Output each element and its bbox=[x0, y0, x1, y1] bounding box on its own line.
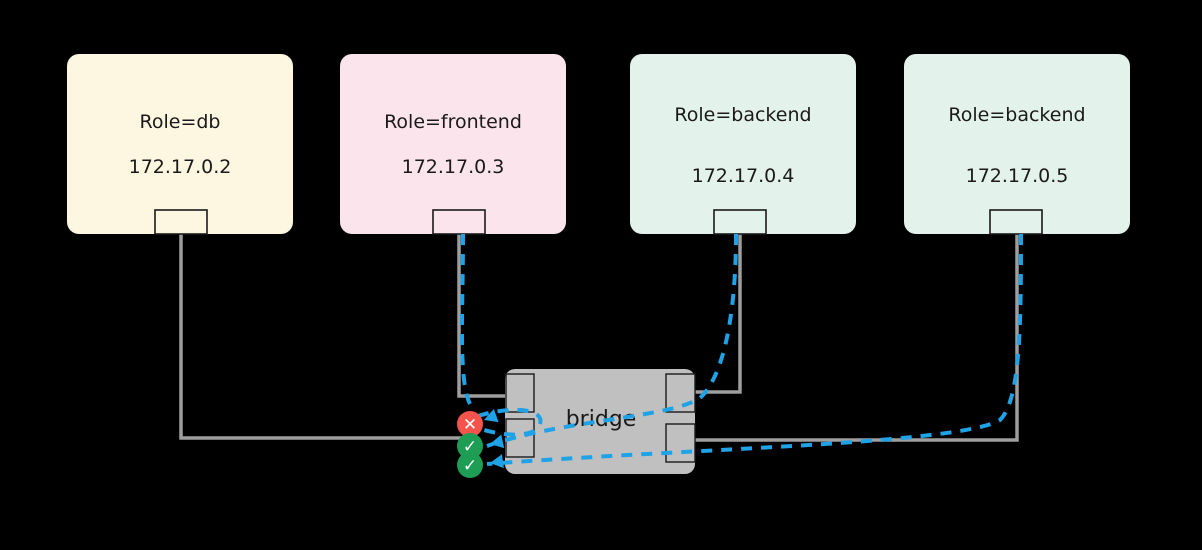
arrow-into-blocked bbox=[484, 408, 499, 423]
node-frontend-body bbox=[340, 54, 566, 234]
node-db-body bbox=[67, 54, 293, 234]
status-allowed-2[interactable]: ✓ bbox=[457, 452, 483, 478]
status-blocked[interactable]: ✕ bbox=[457, 411, 483, 437]
bridge-port-left-top bbox=[505, 373, 535, 413]
node-backend-5: Role=backend 172.17.0.5 bbox=[904, 54, 1130, 235]
blue-flow-group bbox=[459, 233, 1023, 469]
node-backend-4-body bbox=[630, 54, 856, 234]
flow-bridge-loopback bbox=[477, 407, 543, 437]
gray-wire-group bbox=[179, 234, 1019, 442]
wire-db-to-bridge bbox=[179, 234, 476, 440]
node-db: Role=db 172.17.0.2 bbox=[67, 54, 293, 235]
node-frontend-role-label: Role=frontend bbox=[384, 111, 522, 133]
node-backend-4-ip-label: 172.17.0.4 bbox=[692, 165, 795, 187]
bridge-label: bridge bbox=[566, 407, 637, 432]
bridge-port-right-bottom bbox=[665, 423, 696, 463]
node-backend-5-ip-label: 172.17.0.5 bbox=[966, 165, 1069, 187]
arrow-into-allowed-1 bbox=[490, 434, 505, 449]
bridge-group: bridge bbox=[505, 369, 696, 474]
status-icon-group: ✕✓✓ bbox=[457, 411, 483, 478]
node-backend-5-port bbox=[989, 209, 1043, 235]
node-backend-4: Role=backend 172.17.0.4 bbox=[630, 54, 856, 235]
status-blocked-glyph: ✕ bbox=[463, 415, 477, 435]
status-blocked-circle[interactable] bbox=[457, 411, 483, 437]
node-frontend-port bbox=[432, 209, 486, 235]
node-db-role-label: Role=db bbox=[140, 111, 221, 133]
node-frontend: Role=frontend 172.17.0.3 bbox=[340, 54, 566, 235]
node-backend-4-port bbox=[713, 209, 767, 235]
node-backend-5-role-label: Role=backend bbox=[948, 104, 1085, 126]
status-allowed-2-glyph: ✓ bbox=[463, 456, 477, 476]
arrow-into-allowed-2 bbox=[490, 454, 504, 469]
node-db-port bbox=[154, 209, 208, 235]
node-group: Role=db 172.17.0.2 Role=frontend 172.17.0.3… bbox=[67, 54, 1130, 235]
flow-backend5-allowed bbox=[486, 233, 1023, 466]
wire-frontend-to-bridge bbox=[457, 234, 512, 398]
wire-backend4-to-bridge bbox=[690, 234, 742, 394]
status-allowed-2-circle[interactable] bbox=[457, 452, 483, 478]
node-frontend-ip-label: 172.17.0.3 bbox=[402, 156, 505, 178]
wire-backend5-to-bridge bbox=[690, 234, 1019, 442]
bridge-port-right-top bbox=[665, 373, 696, 413]
status-allowed-1[interactable]: ✓ bbox=[457, 433, 483, 459]
node-backend-5-body bbox=[904, 54, 1130, 234]
status-allowed-1-circle[interactable] bbox=[457, 433, 483, 459]
flow-frontend-blocked bbox=[459, 233, 472, 405]
node-db-ip-label: 172.17.0.2 bbox=[129, 156, 232, 178]
node-backend-4-role-label: Role=backend bbox=[674, 104, 811, 126]
status-allowed-1-glyph: ✓ bbox=[463, 437, 477, 457]
bridge-body bbox=[505, 369, 695, 474]
